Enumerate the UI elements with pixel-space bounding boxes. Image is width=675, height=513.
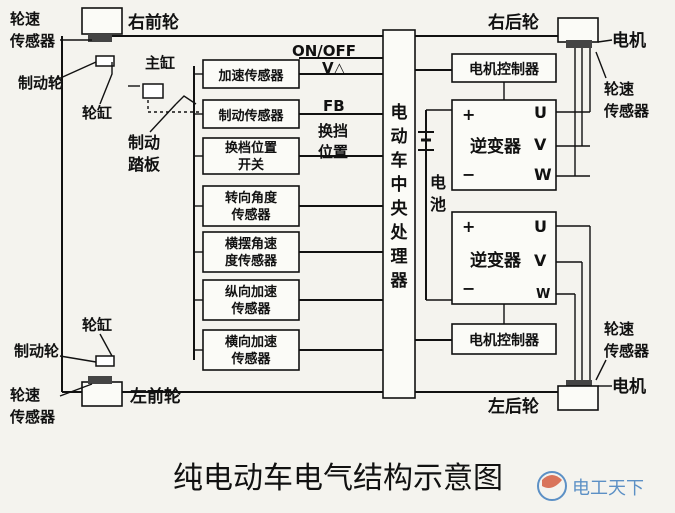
- svg-text:中: 中: [391, 174, 408, 195]
- svg-text:动: 动: [391, 127, 408, 147]
- battery-label-1: 电: [430, 173, 446, 192]
- svg-text:处: 处: [390, 222, 409, 243]
- inverter-bottom: [451, 211, 557, 305]
- inverter-top-minus: −: [462, 165, 475, 184]
- battery-label-2: 池: [430, 195, 446, 214]
- inverter-bottom-v: V: [534, 251, 547, 270]
- inverter-bottom-minus: −: [462, 279, 475, 298]
- brake-wheel-top-leader: [55, 61, 97, 81]
- front-left-wheel: [81, 381, 123, 407]
- svg-text:器: 器: [390, 271, 409, 291]
- speed-sensor-label-br: 轮速 传感器: [603, 320, 650, 360]
- inverter-top-v: V: [534, 135, 547, 154]
- sensor-label-long-2: 传感器: [230, 301, 271, 317]
- brake-wheel-top-label: 制动轮: [18, 74, 63, 92]
- speed-sensor-label-tl: 轮速 传感器: [9, 10, 56, 50]
- signal-shift-2: 位置: [318, 143, 348, 161]
- watermark-logo: 电工天下: [537, 471, 644, 501]
- front-right-speed-sensor-gear: [88, 34, 112, 42]
- sensor-box-accel: [202, 59, 300, 89]
- front-left-wheel-label: 左前轮: [130, 386, 181, 407]
- rear-left-speed-sensor-gear: [566, 380, 592, 388]
- sensor-label-lat-1: 横向加速: [225, 334, 277, 350]
- svg-text:理: 理: [391, 247, 408, 267]
- brake-wheel-bottom-leader: [59, 355, 97, 363]
- svg-text:电: 电: [391, 102, 408, 123]
- brake-pedal-dashed-link: [147, 100, 200, 113]
- rear-right-wheel-label: 右后轮: [488, 12, 539, 33]
- front-right-wheel: [81, 7, 123, 35]
- speed-sensor-bl-leader: [59, 383, 93, 397]
- signal-lines: [299, 57, 383, 351]
- rear-left-wheel: [557, 385, 599, 411]
- speed-sensor-label-tr: 轮速 传感器: [603, 80, 650, 120]
- svg-text:央: 央: [391, 198, 409, 219]
- speed-sensor-label-bl: 轮速 传感器: [9, 386, 56, 426]
- rear-left-wheel-label: 左后轮: [488, 396, 539, 417]
- central-processor: [382, 29, 416, 399]
- sensor-label-brake: 制动传感器: [218, 108, 284, 124]
- watermark-text: 电工天下: [572, 478, 644, 499]
- signal-shift-1: 换挡: [318, 122, 348, 140]
- sensor-box-shift: [202, 137, 300, 175]
- master-cylinder: [142, 83, 164, 99]
- sensor-label-steer-2: 传感器: [230, 207, 271, 223]
- signal-onoff: ON/OFF: [292, 42, 356, 60]
- inverter-top-u: U: [534, 103, 547, 122]
- sensor-label-shift-1: 换档位置: [225, 140, 277, 156]
- inverter-bottom-w: W: [536, 287, 550, 302]
- brake-pedal: [175, 95, 197, 105]
- wheel-cyl-top-leader: [99, 62, 113, 105]
- svg-text:车: 车: [391, 150, 408, 171]
- motor-controller-bottom-label: 电机控制器: [469, 332, 540, 349]
- sensor-label-accel: 加速传感器: [217, 68, 284, 84]
- rear-right-speed-sensor-gear: [566, 40, 592, 48]
- sensor-label-shift-2: 开关: [238, 157, 264, 173]
- motor-controller-bottom: [451, 323, 557, 355]
- brake-pedal-label-1: 制动: [128, 133, 160, 152]
- inverter-top-plus: +: [462, 105, 475, 124]
- inverter-top-w: W: [534, 165, 552, 184]
- wheel-cyl-top-label: 轮缸: [82, 104, 112, 122]
- motor-tr-label: 电机: [612, 30, 646, 51]
- motor-controller-top: [451, 53, 557, 83]
- sensor-label-lat-2: 传感器: [230, 351, 271, 367]
- wheel-cyl-bottom-leader: [99, 333, 113, 357]
- signal-v: V△: [322, 59, 346, 77]
- rear-right-wheel: [557, 17, 599, 43]
- front-left-speed-sensor-gear: [88, 376, 112, 384]
- master-cylinder-label: 主缸: [145, 54, 175, 72]
- wheel-cyl-bottom-label: 轮缸: [82, 316, 112, 334]
- speed-sensor-label-tl-line2: 传感器: [9, 32, 56, 50]
- sensor-label-long-1: 纵向加速: [225, 284, 277, 300]
- inverter-bottom-label: 逆变器: [470, 250, 522, 271]
- sensor-label-yaw-1: 横摆角速: [225, 236, 277, 252]
- signal-fb: FB: [323, 97, 345, 115]
- inverter-bottom-u: U: [534, 217, 547, 236]
- diagram-caption: 纯电动车电气结构示意图: [173, 461, 503, 496]
- brake-pedal-label-2: 踏板: [128, 155, 161, 174]
- speed-sensor-label-tl-line1: 轮速: [10, 10, 40, 28]
- brake-pedal-leader: [149, 103, 177, 133]
- sensor-label-yaw-2: 度传感器: [225, 253, 278, 269]
- brake-wheel-bottom: [95, 355, 115, 367]
- inverter-top-label: 逆变器: [470, 136, 522, 157]
- motor-br-label: 电机: [612, 376, 646, 397]
- sensor-label-steer-1: 转向角度: [225, 190, 278, 206]
- front-right-wheel-label: 右前轮: [128, 12, 179, 33]
- central-processor-label: 电 动 车 中 央 处 理 器: [390, 102, 409, 291]
- inverter-bottom-plus: +: [462, 217, 475, 236]
- motor-controller-top-label: 电机控制器: [469, 61, 540, 78]
- brake-wheel-top: [95, 55, 115, 67]
- brake-wheel-bottom-label: 制动轮: [14, 342, 59, 360]
- inverter-top: [451, 99, 557, 191]
- sensor-boxes: 加速传感器 制动传感器 换档位置 开关 转向角度 传感器 横摆角速 度传感器 纵…: [202, 59, 300, 371]
